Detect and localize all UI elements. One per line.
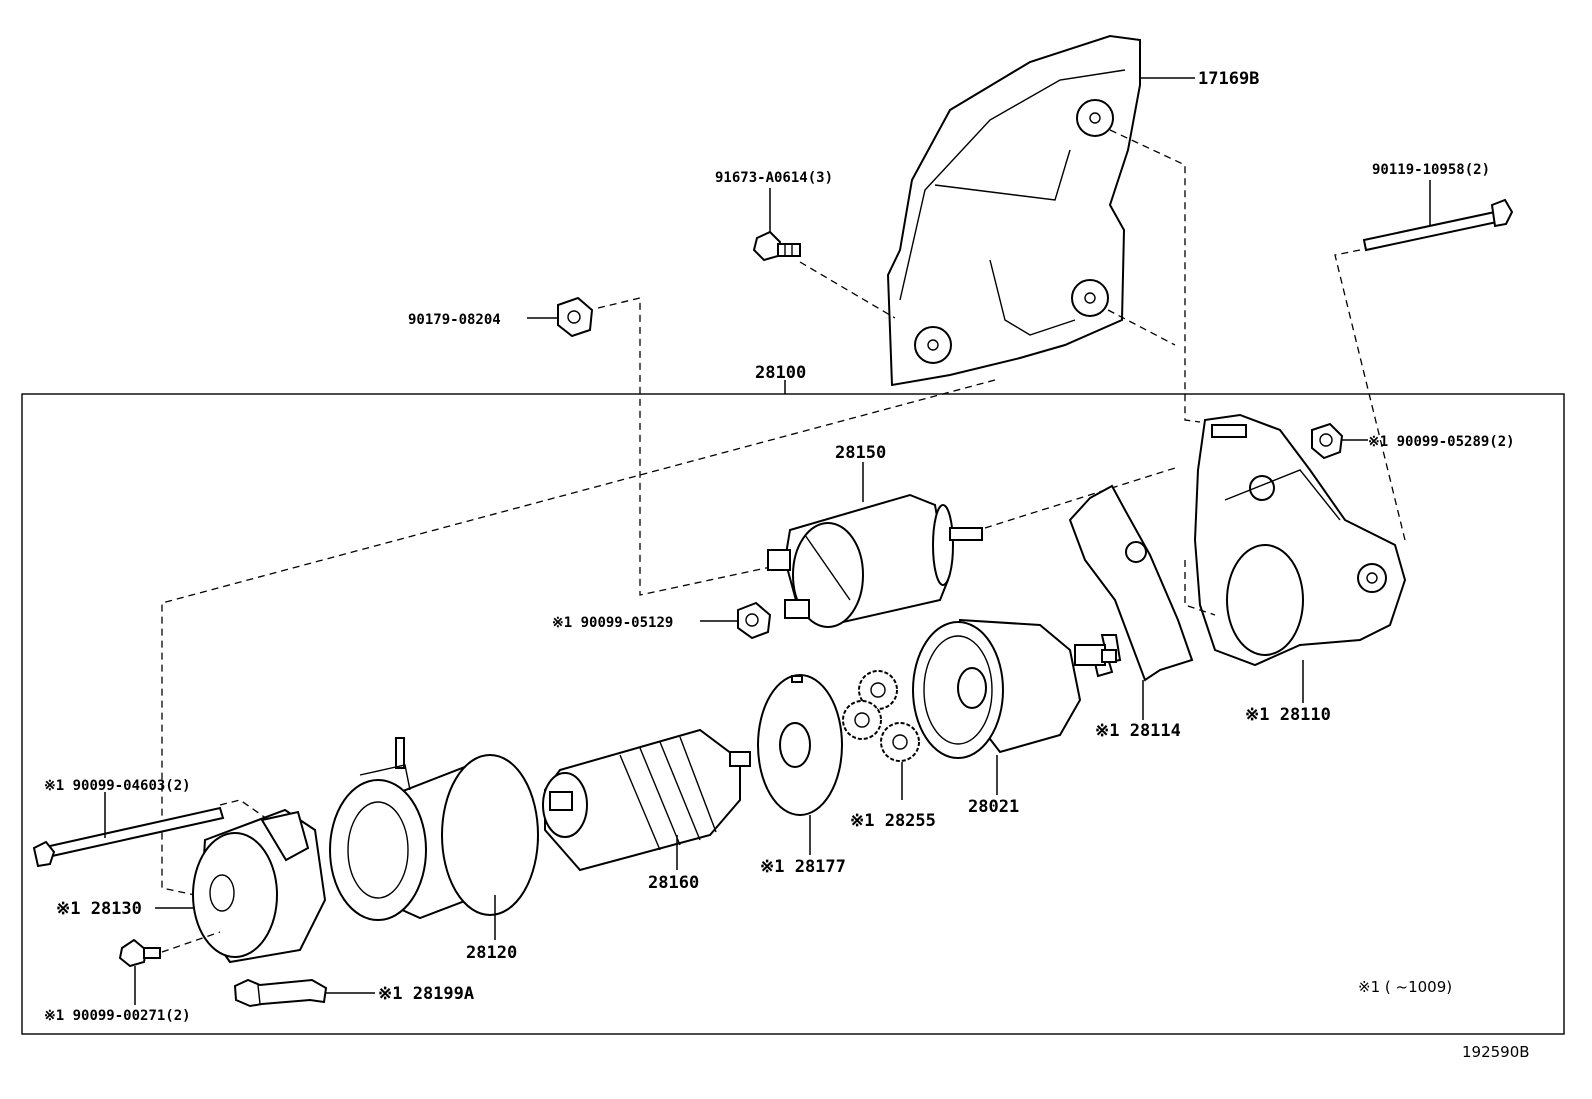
- clutch-28021[interactable]: [912, 618, 1117, 759]
- callout-90099-05289: ※1 90099-05289(2): [1368, 434, 1515, 450]
- callout-91673: 91673-A0614(3): [715, 170, 833, 186]
- callout-17169b: 17169B: [1198, 69, 1259, 89]
- callout-28130: ※1 28130: [56, 899, 142, 919]
- callout-28021: 28021: [968, 797, 1019, 817]
- washer-28177[interactable]: [757, 674, 843, 816]
- yoke-28120[interactable]: [329, 737, 540, 921]
- planetary-gears-28255[interactable]: [842, 670, 920, 762]
- solenoid-28150[interactable]: [767, 493, 983, 628]
- callout-28177: ※1 28177: [760, 857, 846, 877]
- armature-28160[interactable]: [542, 728, 751, 872]
- diagram-id: 192590B: [1462, 1043, 1530, 1061]
- callout-90119: 90119-10958(2): [1372, 162, 1490, 178]
- nut-90099-05129[interactable]: [737, 601, 772, 640]
- callout-90099-00271: ※1 90099-00271(2): [44, 1008, 191, 1024]
- assembly-frame: [21, 393, 1565, 1035]
- callout-28255: ※1 28255: [850, 811, 936, 831]
- heat-insulator-17169b[interactable]: [886, 34, 1141, 387]
- callout-28150: 28150: [835, 443, 886, 463]
- assembly-label: 28100: [755, 363, 806, 383]
- nut-90179-08204[interactable]: [557, 296, 594, 338]
- callout-28110: ※1 28110: [1245, 705, 1331, 725]
- callout-90099-05129: ※1 90099-05129: [552, 615, 673, 631]
- footnote: ※1 ( ~1009): [1358, 978, 1452, 996]
- callout-28199a: ※1 28199A: [378, 984, 474, 1004]
- long-bolt-90119-10958[interactable]: [1362, 198, 1514, 252]
- callout-90099-04603: ※1 90099-04603(2): [44, 778, 191, 794]
- bolt-91673-a0614[interactable]: [752, 230, 801, 262]
- callout-28114: ※1 28114: [1095, 721, 1181, 741]
- callout-90179: 90179-08204: [408, 312, 501, 328]
- screw-90099-00271[interactable]: [118, 938, 161, 968]
- through-bolt-90099-04603[interactable]: [32, 806, 225, 868]
- lever-28114[interactable]: [1068, 484, 1194, 682]
- callout-28160: 28160: [648, 873, 699, 893]
- lead-wire-28199a[interactable]: [233, 978, 328, 1008]
- callout-28120: 28120: [466, 943, 517, 963]
- drive-housing-28110[interactable]: [1193, 413, 1407, 667]
- nut-90099-05289[interactable]: [1311, 422, 1344, 460]
- rear-cover-28130[interactable]: [192, 808, 327, 964]
